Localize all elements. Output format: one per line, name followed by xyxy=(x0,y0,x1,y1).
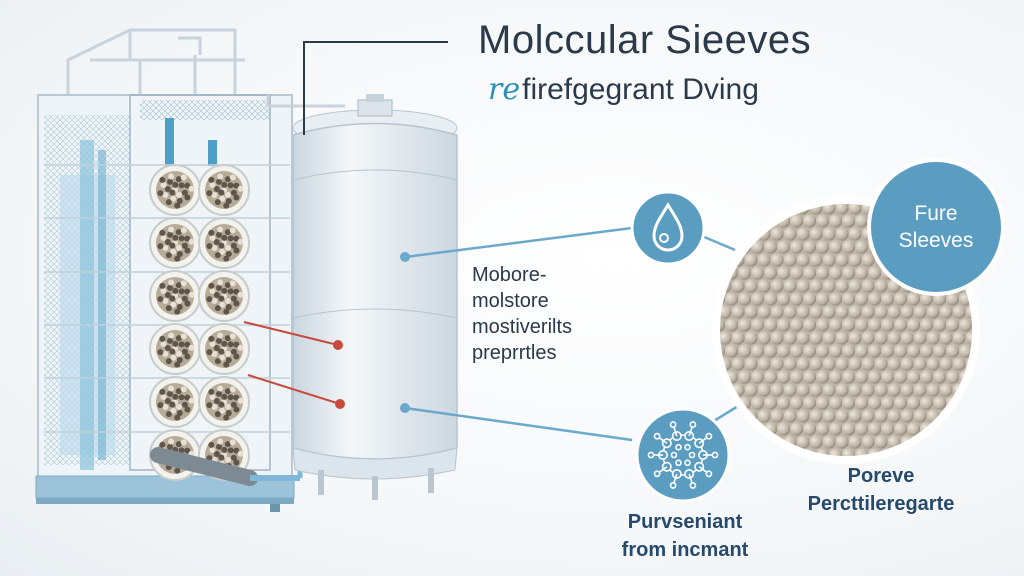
red-connector-dot-2 xyxy=(335,399,345,409)
subtitle-logo-mark: re xyxy=(488,72,521,107)
page-title: Molccular Sieeves xyxy=(478,18,812,62)
properties-label: Mobore- molstore mostiverilts preprrtles xyxy=(472,262,572,366)
red-connectors xyxy=(243,321,341,405)
pore-label-line: Percttileregarte xyxy=(807,493,955,515)
page-subtitle: refirefgegrant Dving xyxy=(488,72,759,107)
badge-line: Sleeves xyxy=(898,229,974,252)
sieve-cartridge xyxy=(198,376,250,428)
purv-label: Purvseniant from incmant xyxy=(600,508,770,564)
badge-line: Fure xyxy=(914,202,958,225)
connecting-pipe xyxy=(266,95,345,108)
properties-label-line: mostiverilts xyxy=(472,316,573,338)
tank-point-upper xyxy=(400,252,410,262)
storage-tank xyxy=(292,94,458,500)
subtitle-logo-mark-2: fi xyxy=(522,73,538,106)
sieve-cartridge xyxy=(198,217,250,269)
properties-label-line: molstore xyxy=(472,290,549,312)
water-drop-icon xyxy=(630,190,706,266)
properties-label-line: Mobore- xyxy=(472,264,547,286)
sieve-cartridge xyxy=(198,270,250,322)
sieve-cartridge xyxy=(198,164,250,216)
sieve-cartridge xyxy=(149,270,201,322)
molecule-network-icon xyxy=(635,407,731,503)
purv-label-line: from incmant xyxy=(621,539,749,561)
pore-label: Poreve Percttileregarte xyxy=(766,462,996,518)
sieve-cartridge xyxy=(149,217,201,269)
rack-top-frame xyxy=(66,28,245,95)
tank-point-lower xyxy=(400,403,410,413)
subtitle-text: refgegrant Dving xyxy=(537,73,759,106)
sieve-cartridge xyxy=(198,323,250,375)
sieve-cartridge xyxy=(149,323,201,375)
properties-label-line: preprrtles xyxy=(472,342,557,364)
sieve-cartridges xyxy=(149,164,250,481)
title-leader-line xyxy=(303,41,448,135)
red-connector-dot-1 xyxy=(333,340,343,350)
purv-label-line: Purvseniant xyxy=(627,511,743,533)
sieve-cartridge xyxy=(149,376,201,428)
pore-label-line: Poreve xyxy=(847,465,915,487)
fure-sleeves-badge: Fure Sleeves xyxy=(871,162,1001,292)
sieve-cartridge xyxy=(149,164,201,216)
